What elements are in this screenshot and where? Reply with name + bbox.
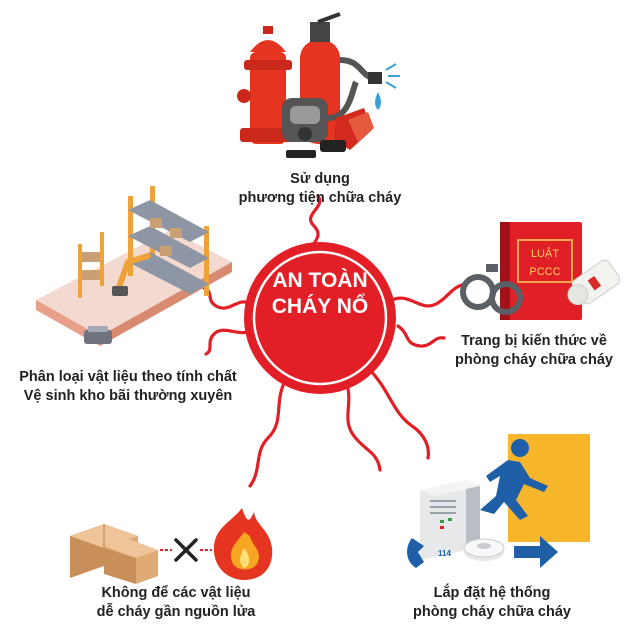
label-install-system: Lắp đặt hệ thống phòng cháy chữa cháy xyxy=(392,584,592,622)
label-knowledge-line1: Trang bị kiến thức về xyxy=(461,333,607,349)
connector-bottom-left xyxy=(248,374,290,488)
law-book-icon: LUẬT PCCC xyxy=(460,222,621,320)
fire-equipment-icon xyxy=(237,12,400,158)
connector-bottom-right xyxy=(366,366,430,460)
label-install-system-line1: Lắp đặt hệ thống xyxy=(433,585,551,601)
alarm-number: 114 xyxy=(438,549,451,558)
label-knowledge-line2: phòng cháy chữa cháy xyxy=(455,352,613,368)
center-title: AN TOÀN CHÁY NỔ xyxy=(240,268,400,320)
label-classify-materials-line1: Phân loại vật liệu theo tính chất xyxy=(19,369,237,385)
label-use-equipment-line2: phương tiện chữa cháy xyxy=(238,190,402,206)
no-sign-icon xyxy=(174,538,198,562)
label-classify-materials-line2: Vệ sinh kho bãi thường xuyên xyxy=(23,388,233,404)
connector-left-low xyxy=(204,328,254,356)
center-node xyxy=(244,242,396,394)
connector-right-low xyxy=(396,324,446,348)
label-no-flammables-line1: Không để các vật liệu xyxy=(101,585,251,601)
label-no-flammables-line2: dễ cháy gần nguồn lửa xyxy=(96,604,256,620)
alarm-system-icon: 114 xyxy=(407,434,590,568)
warehouse-icon xyxy=(36,186,232,346)
book-title-line1: LUẬT xyxy=(531,247,559,260)
label-classify-materials: Phân loại vật liệu theo tính chất Vệ sin… xyxy=(2,368,254,406)
connector-right xyxy=(390,282,468,308)
label-use-equipment-line1: Sử dụng xyxy=(290,171,350,187)
book-title-line2: PCCC xyxy=(529,266,560,278)
label-knowledge: Trang bị kiến thức về phòng cháy chữa ch… xyxy=(436,332,632,370)
exit-arrow-icon xyxy=(514,536,558,568)
label-use-equipment: Sử dụng phương tiện chữa cháy xyxy=(220,170,420,208)
connectors xyxy=(202,194,468,488)
center-title-line2: CHÁY NỔ xyxy=(271,295,369,318)
label-install-system-line2: phòng cháy chữa cháy xyxy=(413,604,571,620)
label-no-flammables: Không để các vật liệu dễ cháy gần nguồn … xyxy=(76,584,276,622)
center-title-line1: AN TOÀN xyxy=(272,269,368,292)
phone-icon xyxy=(407,538,424,568)
connector-bottom-mid xyxy=(342,376,382,472)
boxes-fire-icon xyxy=(70,508,273,584)
